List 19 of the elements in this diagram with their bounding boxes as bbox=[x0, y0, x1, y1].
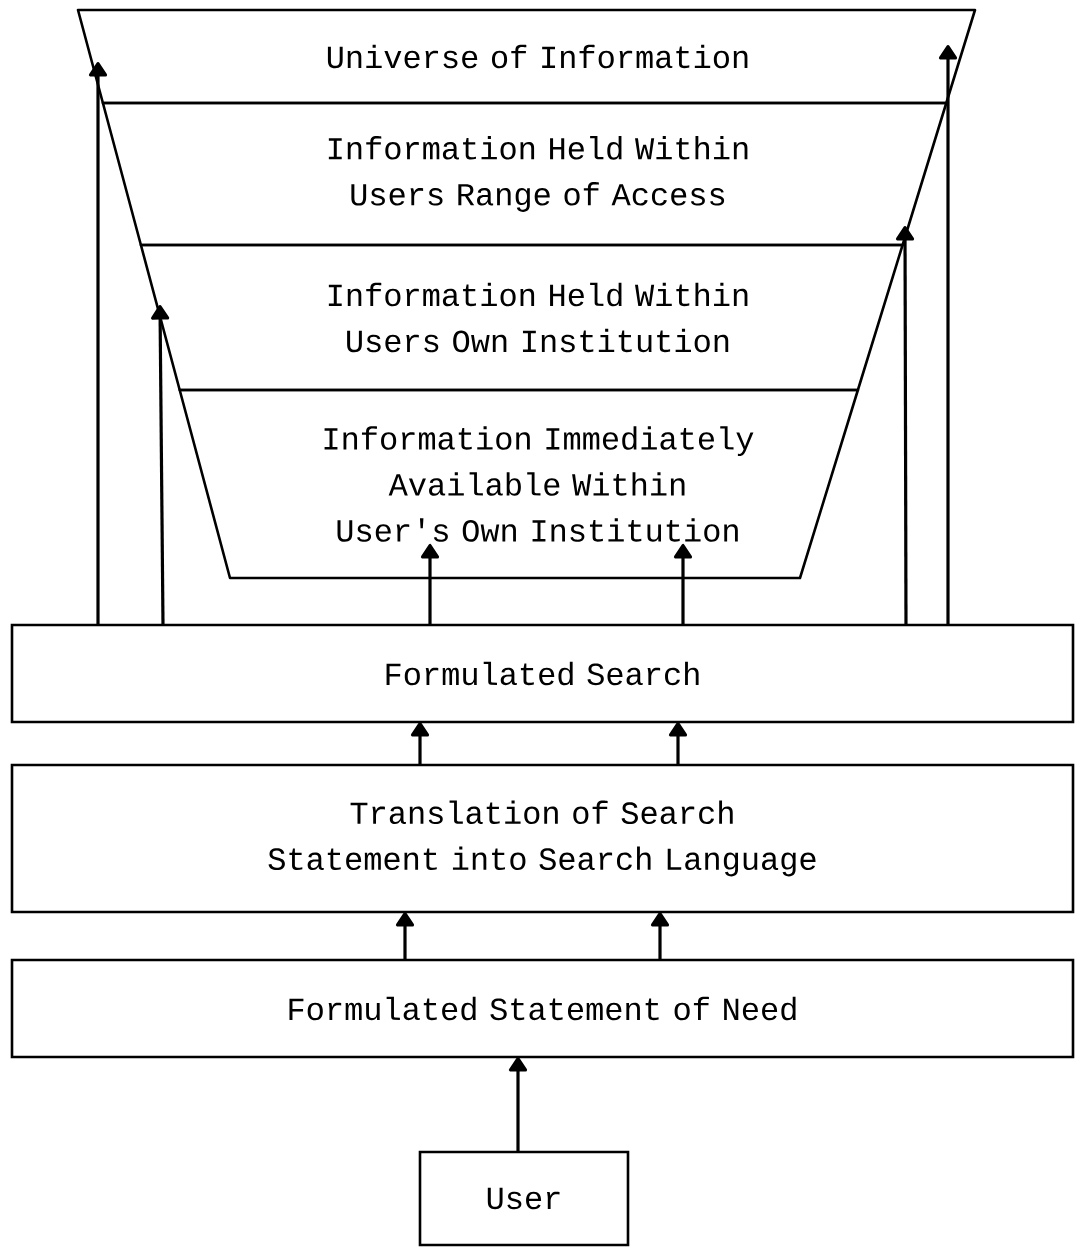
process-box: Translation of Search Statement into Search Language bbox=[10, 763, 1075, 914]
funnel-band: Information Held Within Users Own Institution bbox=[139, 243, 904, 392]
funnel-band: Universe of Information bbox=[76, 8, 977, 105]
process-box: User bbox=[418, 1150, 630, 1247]
arrow bbox=[395, 912, 415, 960]
arrow bbox=[668, 722, 688, 765]
arrow bbox=[151, 305, 170, 625]
arrow bbox=[673, 543, 693, 625]
arrow bbox=[410, 722, 430, 765]
process-box: Formulated Statement of Need bbox=[10, 958, 1075, 1059]
arrow bbox=[650, 912, 670, 960]
arrow bbox=[895, 226, 915, 625]
process-box: Formulated Search bbox=[10, 623, 1075, 724]
funnel-band: Information Immediately Available Within User's Own Institution bbox=[178, 388, 860, 580]
arrow bbox=[938, 45, 958, 625]
arrow bbox=[88, 62, 108, 625]
arrow bbox=[508, 1057, 528, 1152]
arrow bbox=[420, 543, 440, 625]
funnel-band: Information Held Within Users Range of Access bbox=[101, 101, 948, 247]
